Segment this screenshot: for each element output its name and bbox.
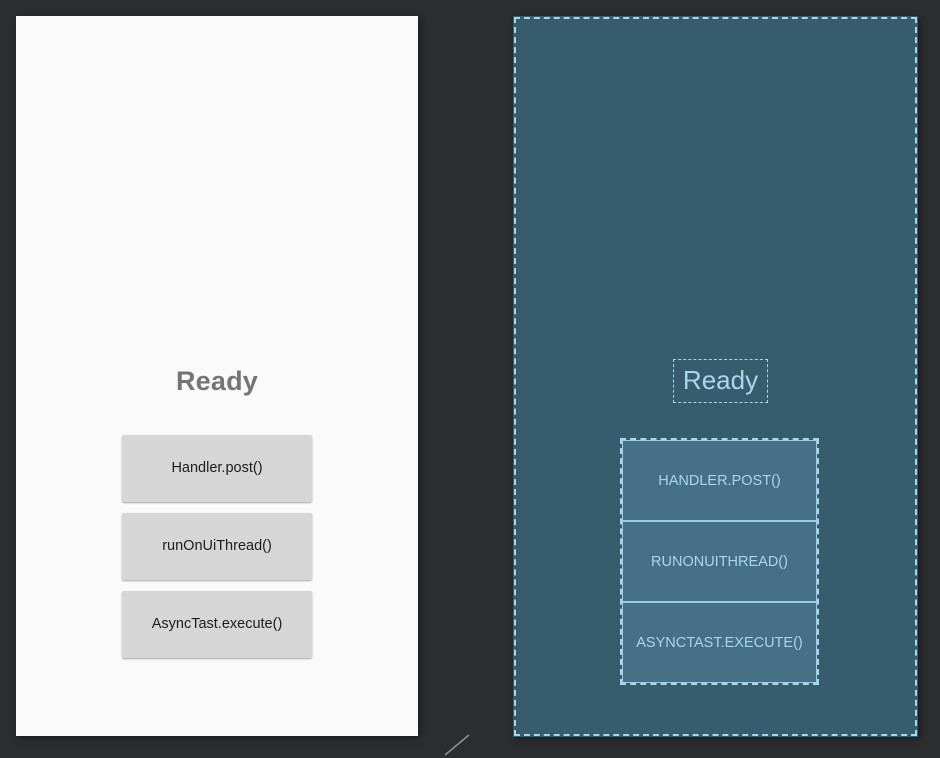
phone-screen-layout-bounds: Ready HANDLER.POST() RUNONUITHREAD() ASY…	[513, 16, 918, 737]
handler-post-button[interactable]: Handler.post()	[122, 435, 312, 502]
run-on-ui-thread-button[interactable]: runOnUiThread()	[122, 513, 312, 580]
async-task-execute-button[interactable]: AsyncTast.execute()	[122, 591, 312, 658]
handler-post-button-bounds[interactable]: HANDLER.POST()	[622, 440, 817, 521]
async-task-execute-button-bounds[interactable]: ASYNCTAST.EXECUTE()	[622, 602, 817, 683]
phone-screen-normal: Ready Handler.post() runOnUiThread() Asy…	[16, 16, 418, 736]
diagonal-mark-icon	[444, 734, 470, 756]
button-stack-bounds-outline: HANDLER.POST() RUNONUITHREAD() ASYNCTAST…	[620, 438, 819, 685]
root-view-bounds-outline: Ready HANDLER.POST() RUNONUITHREAD() ASY…	[514, 17, 917, 736]
button-stack-normal: Handler.post() runOnUiThread() AsyncTast…	[122, 435, 312, 658]
status-label-bounds: Ready	[673, 359, 768, 403]
run-on-ui-thread-button-bounds[interactable]: RUNONUITHREAD()	[622, 521, 817, 602]
app-content-normal: Ready Handler.post() runOnUiThread() Asy…	[16, 16, 418, 736]
status-label: Ready	[175, 366, 259, 396]
